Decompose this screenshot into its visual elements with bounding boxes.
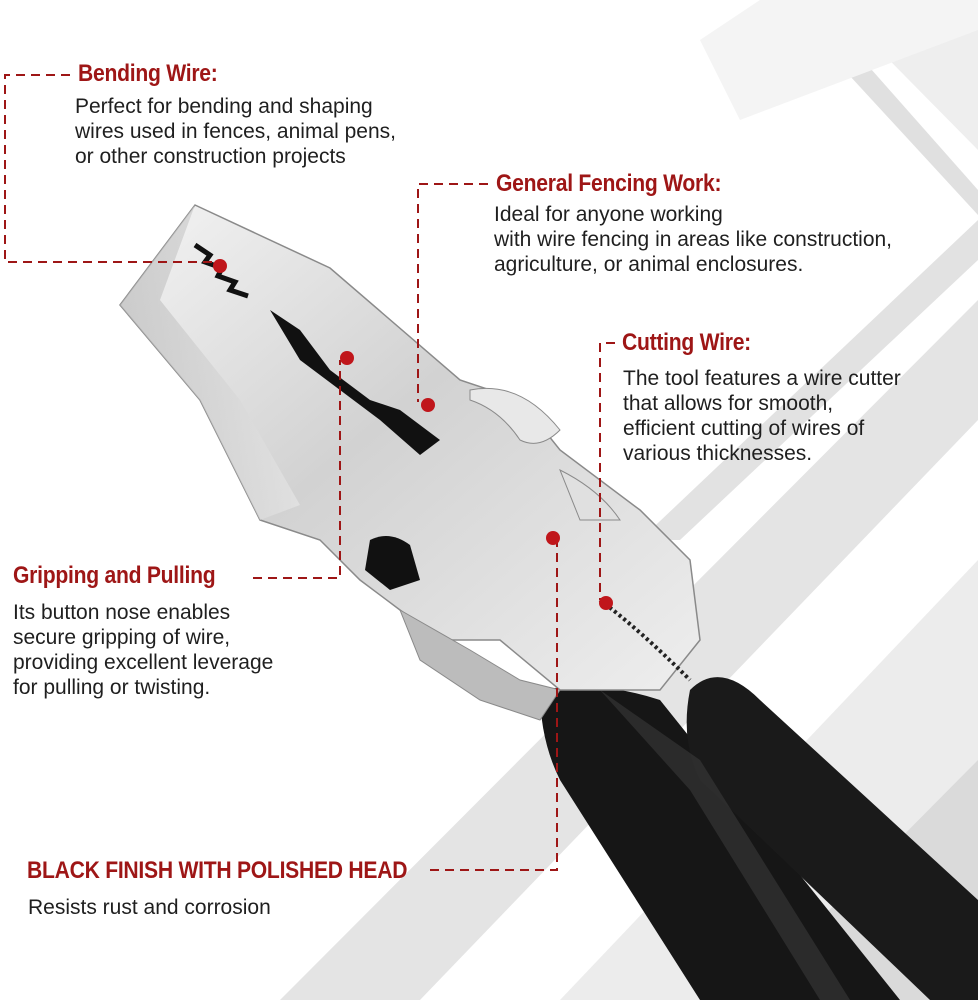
description-line: that allows for smooth, (623, 392, 834, 415)
general-fencing-description: Ideal for anyone working with wire fenci… (494, 202, 892, 277)
description-line: The tool features a wire cutter (623, 367, 901, 390)
description-line: Resists rust and corrosion (28, 896, 271, 919)
handles (540, 677, 978, 1000)
bending-wire-description: Perfect for bending and shaping wires us… (75, 94, 396, 169)
description-line: with wire fencing in areas like construc… (494, 228, 893, 251)
gripping-pulling-title: Gripping and Pulling (13, 562, 216, 589)
description-line: efficient cutting of wires of (623, 417, 865, 440)
description-line: agriculture, or animal enclosures. (494, 253, 804, 276)
description-line: Ideal for anyone working (494, 203, 723, 226)
dot-general-fencing (421, 398, 435, 412)
black-finish-description: Resists rust and corrosion (28, 895, 271, 920)
description-line: Perfect for bending and shaping (75, 95, 373, 118)
description-line: various thicknesses. (623, 442, 813, 465)
leader-lines (4, 74, 615, 871)
description-line: wires used in fences, animal pens, (75, 120, 396, 143)
cutting-wire-title: Cutting Wire: (622, 329, 751, 356)
description-line: or other construction projects (75, 145, 346, 168)
black-finish-title: BLACK FINISH WITH POLISHED HEAD (27, 857, 408, 884)
description-line: Its button nose enables (13, 601, 231, 624)
gripping-pulling-description: Its button nose enables secure gripping … (13, 600, 273, 700)
dot-black-finish (546, 531, 560, 545)
dot-bending-wire (213, 259, 227, 273)
plier-head (119, 204, 701, 721)
cutting-wire-description: The tool features a wire cutter that all… (623, 366, 901, 466)
dot-cutting-wire (599, 596, 613, 610)
description-line: secure gripping of wire, (13, 626, 231, 649)
bending-wire-title: Bending Wire: (78, 60, 218, 87)
description-line: for pulling or twisting. (13, 676, 211, 699)
general-fencing-title: General Fencing Work: (496, 170, 722, 197)
callout-dots (213, 259, 613, 610)
dot-gripping-pulling (340, 351, 354, 365)
description-line: providing excellent leverage (13, 651, 274, 674)
